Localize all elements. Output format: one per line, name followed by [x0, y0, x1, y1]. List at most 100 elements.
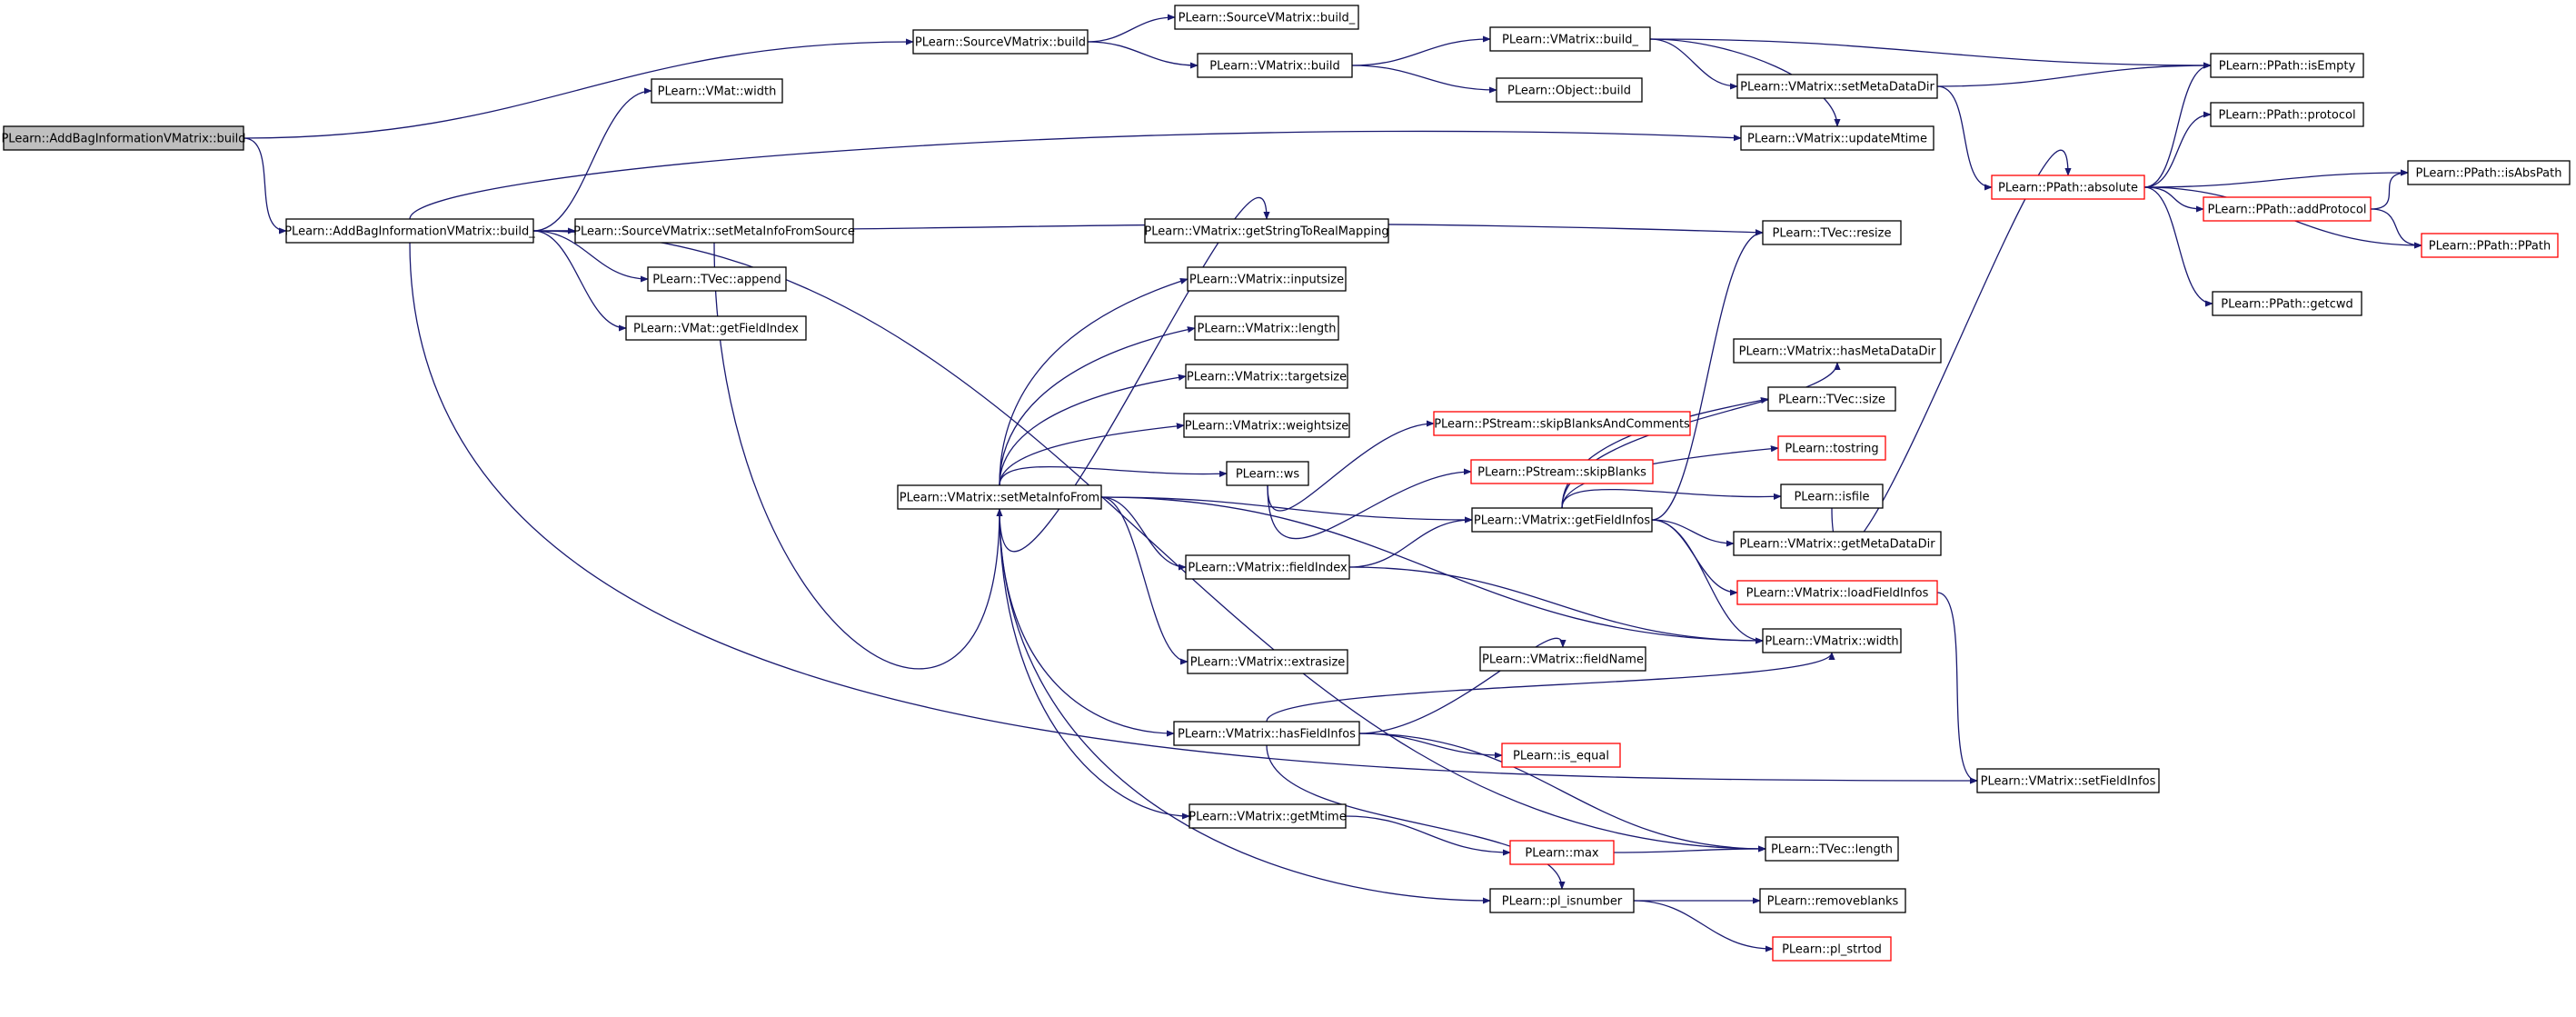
function-node[interactable]: PLearn::VMatrix::width [1762, 628, 1902, 653]
call-edge [1358, 733, 1766, 852]
function-node[interactable]: PLearn::tostring [1777, 435, 1886, 461]
function-node[interactable]: PLearn::VMatrix::build_ [1489, 26, 1651, 52]
node-label: PLearn::is_equal [1513, 750, 1609, 763]
node-label: PLearn::VMatrix::length [1198, 323, 1337, 336]
function-node[interactable]: PLearn::VMatrix::getMtime [1189, 803, 1347, 829]
function-node[interactable]: PLearn::VMatrix::setMetaInfoFrom [897, 484, 1102, 510]
function-node[interactable]: PLearn::Object::build [1496, 77, 1643, 103]
function-node[interactable]: PLearn::TVec::append [647, 266, 787, 292]
call-edge [1100, 496, 1764, 644]
call-edge [243, 38, 914, 139]
function-node[interactable]: PLearn::VMatrix::fieldIndex [1185, 554, 1350, 580]
function-node[interactable]: PLearn::pl_strtod [1772, 936, 1892, 962]
function-node[interactable]: PLearn::SourceVMatrix::build_ [1174, 5, 1359, 30]
call-edge [999, 423, 1185, 486]
call-edge [1651, 229, 1764, 521]
function-node[interactable]: PLearn::VMatrix::length [1194, 315, 1339, 341]
node-box [1226, 461, 1309, 486]
function-node[interactable]: PLearn::pl_isnumber [1489, 888, 1635, 913]
node-label: PLearn::SourceVMatrix::setMetaInfoFromSo… [573, 225, 855, 239]
node-label: PLearn::VMat::width [658, 85, 777, 99]
function-node[interactable]: PLearn::SourceVMatrix::setMetaInfoFromSo… [573, 218, 855, 244]
call-edge [1100, 496, 1189, 665]
node-box [1189, 803, 1347, 829]
call-edge [2143, 111, 2212, 188]
function-node[interactable]: PLearn::SourceVMatrix::build [912, 29, 1089, 55]
function-node[interactable]: PLearn::PPath::isEmpty [2210, 53, 2364, 78]
call-edge [1100, 496, 1473, 523]
function-node[interactable]: PLearn::PStream::skipBlanksAndComments [1433, 411, 1691, 436]
function-node[interactable]: PLearn::isfile [1780, 484, 1884, 509]
node-box [1185, 364, 1348, 389]
function-node[interactable]: PLearn::VMatrix::hasFieldInfos [1173, 721, 1360, 746]
node-box [574, 218, 854, 244]
function-node[interactable]: PLearn::AddBagInformationVMatrix::build_ [284, 218, 535, 244]
node-box [1767, 386, 1896, 412]
function-node[interactable]: PLearn::VMatrix::loadFieldInfos [1736, 580, 1938, 605]
call-edge [2143, 62, 2212, 188]
node-label: PLearn::Object::build [1507, 85, 1631, 98]
call-edge [1358, 637, 1566, 734]
call-edges [243, 14, 2422, 952]
call-edge [1649, 38, 1738, 90]
node-label: PLearn::isfile [1794, 491, 1869, 504]
node-box [1194, 315, 1339, 341]
function-node[interactable]: PLearn::VMatrix::build [1197, 53, 1353, 78]
function-node[interactable]: PLearn::VMatrix::hasMetaDataDir [1733, 338, 1942, 364]
node-box [1501, 743, 1621, 768]
function-node[interactable]: PLearn::VMatrix::getMetaDataDir [1733, 531, 1942, 556]
function-node[interactable]: PLearn::VMatrix::getStringToRealMapping [1144, 218, 1389, 244]
node-label: PLearn::TVec::size [1778, 394, 1885, 407]
function-node[interactable]: PLearn::PStream::skipBlanks [1470, 459, 1654, 484]
node-label: PLearn::PPath::isAbsPath [2416, 167, 2562, 181]
call-edge [532, 230, 649, 283]
function-node[interactable]: PLearn::VMatrix::setFieldInfos [1976, 768, 2160, 793]
function-node[interactable]: PLearn::VMatrix::fieldName [1479, 646, 1646, 672]
call-edge [1267, 420, 1435, 512]
node-box [651, 78, 783, 104]
function-node[interactable]: PLearn::TVec::resize [1762, 220, 1902, 245]
function-node[interactable]: PLearn::TVec::length [1765, 836, 1899, 862]
node-box [285, 218, 534, 244]
function-node[interactable]: PLearn::removeblanks [1759, 888, 1906, 913]
call-edge [409, 242, 1978, 784]
function-node[interactable]: PLearn::PPath::getcwd [2212, 291, 2362, 316]
call-edge [999, 508, 1491, 904]
function-node[interactable]: PLearn::VMatrix::weightsize [1183, 413, 1350, 438]
function-node[interactable]: PLearn::ws [1226, 461, 1309, 486]
function-node[interactable]: PLearn::PPath::isAbsPath [2407, 160, 2571, 185]
function-node[interactable]: PLearn::VMatrix::updateMtime [1740, 125, 1934, 151]
node-box [1144, 218, 1389, 244]
function-node[interactable]: PLearn::VMat::getFieldIndex [625, 315, 807, 341]
function-node[interactable]: PLearn::is_equal [1501, 743, 1621, 768]
call-edge [1358, 733, 1503, 759]
root-function-node[interactable]: PLearn::AddBagInformationVMatrix::build [1, 125, 246, 151]
node-label: PLearn::removeblanks [1767, 895, 1899, 909]
node-label: PLearn::VMatrix::getMetaDataDir [1739, 538, 1935, 552]
function-node[interactable]: PLearn::VMatrix::targetsize [1185, 364, 1348, 389]
function-node[interactable]: PLearn::VMatrix::extrasize [1187, 649, 1348, 674]
call-edge [1936, 85, 1993, 191]
function-node[interactable]: PLearn::TVec::size [1767, 386, 1896, 412]
node-box [1509, 840, 1615, 865]
function-node[interactable]: PLearn::VMatrix::setMetaDataDir [1736, 74, 1938, 99]
node-label: PLearn::TVec::resize [1773, 227, 1892, 241]
function-node[interactable]: PLearn::PPath::addProtocol [2203, 196, 2372, 222]
function-node[interactable]: PLearn::max [1509, 840, 1615, 865]
function-node[interactable]: PLearn::PPath::absolute [1991, 174, 2145, 200]
node-box [1174, 5, 1359, 30]
node-box [2407, 160, 2571, 185]
node-label: PLearn::VMatrix::getStringToRealMapping [1144, 225, 1388, 239]
call-edge [1613, 845, 1766, 853]
node-label: PLearn::VMatrix::fieldIndex [1188, 562, 1348, 575]
function-node[interactable]: PLearn::PPath::protocol [2210, 102, 2364, 127]
function-node[interactable]: PLearn::VMatrix::getFieldInfos [1471, 507, 1653, 533]
function-node[interactable]: PLearn::VMat::width [651, 78, 783, 104]
function-node[interactable]: PLearn::PPath::PPath [2421, 233, 2559, 258]
node-label: PLearn::PStream::skipBlanksAndComments [1434, 418, 1690, 432]
function-node[interactable]: PLearn::VMatrix::inputsize [1187, 266, 1347, 292]
call-edge [1348, 516, 1473, 568]
call-edge [1087, 14, 1176, 43]
node-label: PLearn::PPath::protocol [2218, 109, 2355, 123]
node-label: PLearn::VMatrix::hasFieldInfos [1178, 728, 1356, 742]
